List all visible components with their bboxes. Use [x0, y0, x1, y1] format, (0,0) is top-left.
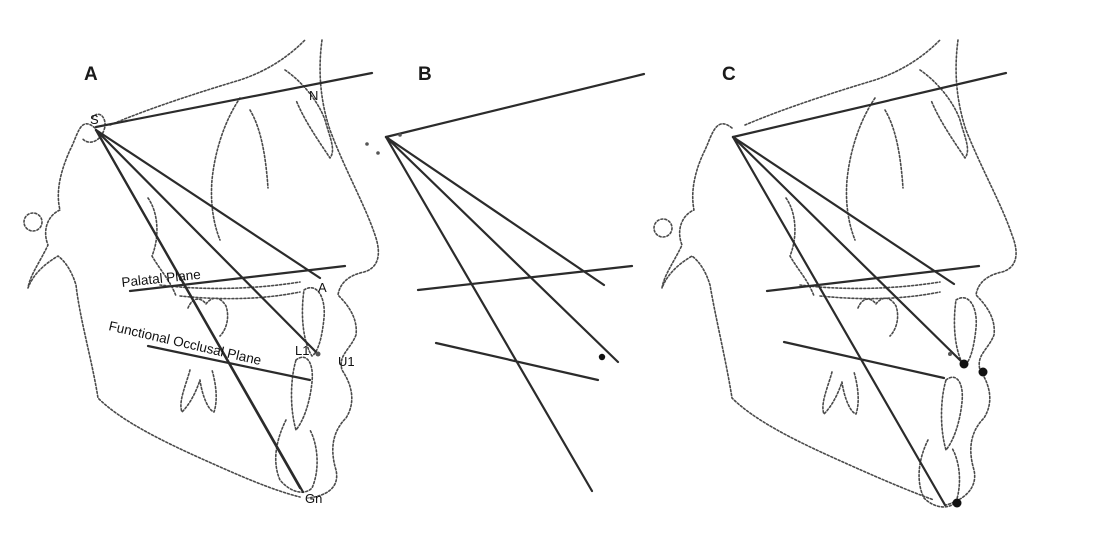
panel-c-lines	[731, 71, 1008, 507]
panel-a-nasal-profile	[307, 39, 380, 499]
panel-a-maxillary-incisor	[301, 287, 326, 357]
landmark-n-label: N	[309, 88, 318, 103]
panel-b-occlusal-plane	[434, 341, 600, 382]
panel-b-s-gn-line	[384, 135, 594, 493]
landmark-a-label: A	[318, 280, 327, 295]
panel-c-sn-line	[731, 71, 1008, 139]
panel-b-sn-line	[384, 72, 646, 139]
panel-a-ear-rod	[23, 212, 43, 232]
panel-a-functional-occlusal-plane	[146, 344, 312, 382]
panel-c-letter: C	[722, 64, 736, 85]
panel-a-inner-contour	[249, 109, 269, 189]
panel-c-maxillary-incisor	[953, 297, 978, 367]
landmark-gn-label: Gn	[305, 491, 322, 506]
panel-c-gn-point	[952, 498, 962, 508]
landmark-s-label: S	[90, 112, 99, 127]
panel-c-small-point	[948, 352, 952, 356]
panel-c-ear-rod	[653, 218, 673, 238]
panel-c-frontal-bone	[744, 39, 941, 126]
panel-a-frontal-bone	[109, 39, 306, 126]
panel-a-incisor-point	[315, 351, 321, 357]
panel-a-sella-outline	[81, 113, 106, 143]
panel-c-mandibular-incisor	[940, 376, 964, 451]
panel-a-lines	[94, 71, 374, 494]
panel-c-s-gn-line	[731, 135, 947, 507]
panel-b-incisor-point	[598, 353, 606, 361]
panel-c-u1-point	[959, 359, 969, 369]
panel-b-point-2	[376, 151, 380, 155]
panel-c-inner-contour	[884, 109, 904, 189]
panel-c-sa-line	[731, 135, 956, 286]
panel-c-palatal-plane	[765, 264, 981, 293]
panel-a-s-l1-line	[94, 128, 302, 490]
panel-b-lines	[384, 72, 646, 493]
panel-c-molar	[822, 297, 899, 415]
panel-a-pterygoid	[210, 97, 241, 241]
panel-c-cranial-base	[661, 123, 935, 501]
panel-a-sn-line	[94, 71, 374, 129]
landmark-l1-label: L1	[295, 343, 309, 358]
panel-b-letter: B	[418, 64, 432, 85]
panel-a-pharynx	[147, 197, 177, 297]
panel-b: B	[365, 64, 646, 493]
landmark-u1-label: U1	[338, 354, 355, 369]
functional-occlusal-plane-label: Functional Occlusal Plane	[107, 318, 262, 368]
panel-a-letter: A	[84, 64, 98, 85]
panel-a: A S N A L1 U1 Gn Palatal Plane Functiona…	[23, 39, 380, 506]
panel-c-orbit	[919, 69, 969, 159]
panel-c-nasal-profile	[945, 39, 1017, 506]
panel-c-s-u1-line	[731, 135, 966, 366]
panel-c-skull-tracing	[653, 39, 1017, 508]
panel-a-palatal-plane	[128, 264, 347, 293]
panel-a-s-u1-line	[94, 128, 318, 354]
panel-a-mandibular-incisor	[290, 356, 314, 431]
panel-c-pharynx	[785, 197, 815, 297]
panel-b-point-1	[365, 142, 369, 146]
panel-b-palatal-plane	[416, 264, 634, 292]
panel-c-pterygoid	[845, 97, 876, 241]
panel-c-occlusal-plane	[782, 340, 946, 380]
panel-c: C	[653, 39, 1017, 508]
panel-a-molar	[180, 297, 229, 413]
panel-a-orbit	[284, 69, 334, 159]
panel-b-sa-line	[384, 135, 606, 287]
panel-c-upper-incisor-point	[978, 367, 988, 377]
panel-b-s-u1-line	[384, 135, 620, 364]
panel-b-point-3	[398, 133, 402, 137]
panel-c-symphysis	[918, 439, 961, 508]
panel-a-cranial-base	[27, 123, 301, 498]
panel-a-sa-line	[94, 128, 322, 280]
